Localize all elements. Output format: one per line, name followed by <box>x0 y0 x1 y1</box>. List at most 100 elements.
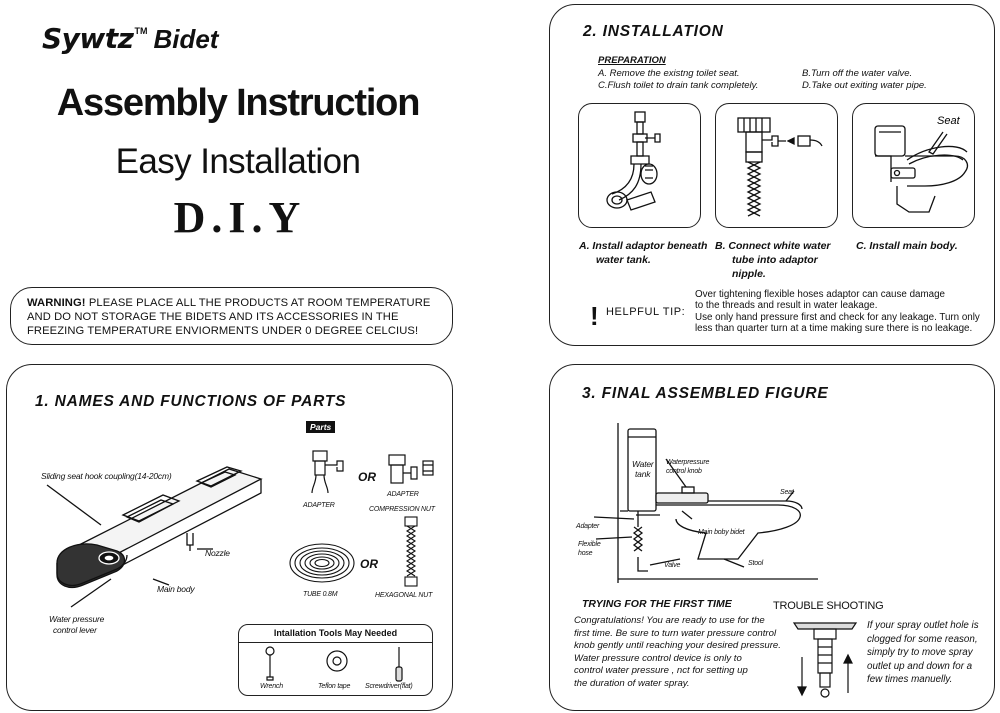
assembled-toilet-illustration <box>593 423 818 583</box>
adaptor-valve-illustration <box>606 111 661 211</box>
label-sliding-seat-hook: Sliding seat hook coupling(14-20cm) <box>41 471 172 481</box>
trying-first-time-text: Congratulations! You are ready to use fo… <box>574 615 782 691</box>
label-water-pressure-2: control lever <box>53 625 97 635</box>
step-a-line-2: water tank. <box>596 254 651 266</box>
prep-step-b: B.Turn off the water valve. <box>802 68 913 79</box>
brand-name: Bidet <box>153 24 219 54</box>
or-label-2: OR <box>360 557 378 571</box>
label-water-tank-1: Water <box>632 459 654 469</box>
label-flexible-1: Flexible <box>578 541 601 548</box>
label-wp-knob-1: Waterpressure <box>666 459 710 466</box>
label-wp-knob-2: control knob <box>666 468 702 475</box>
trouble-shooting-title: TROUBLE SHOOTING <box>773 600 884 612</box>
installation-title: 2. INSTALLATION <box>583 23 724 40</box>
screwdriver-icon <box>395 647 403 682</box>
label-valve: Valve <box>664 562 681 569</box>
spray-outlet-illustration <box>792 622 858 698</box>
adapter-tee-icon <box>311 450 344 494</box>
try-line-2: first time. Be sure to turn water pressu… <box>574 627 777 639</box>
toilet-main-body-illustration: Seat <box>874 115 969 213</box>
seat-label: Seat <box>937 115 961 127</box>
trademark-mark: TM <box>134 26 148 36</box>
ts-line-2: clogged for some reason, <box>867 633 978 645</box>
tip-line-4: less than quarter turn at a time making … <box>695 322 973 334</box>
warning-box: WARNING! PLEASE PLACE ALL THE PRODUCTS A… <box>10 287 453 345</box>
step-b-line-1: B. Connect white water <box>715 240 831 252</box>
try-line-1: Congratulations! You are ready to use fo… <box>574 615 765 626</box>
helpful-tip-text: Over tightening flexible hoses adaptor c… <box>695 289 987 334</box>
label-adapter-1: ADAPTER <box>303 502 335 509</box>
ts-line-1: If your spray outlet hole is <box>867 620 979 631</box>
ts-line-3: simply try to move spray <box>867 647 973 659</box>
parts-tag: Parts <box>306 421 336 433</box>
label-water-pressure-1: Water pressure <box>49 614 105 624</box>
step-b-line-2: tube into adaptor <box>732 254 818 266</box>
tube-coil-icon <box>289 543 355 583</box>
prep-step-a: A. Remove the existng toilet seat. <box>598 68 740 79</box>
ts-line-5: few times manuelly. <box>867 674 953 686</box>
try-line-6: the duration of water spray. <box>574 677 690 689</box>
label-nozzle: Nozzle <box>205 548 230 558</box>
tube-connection-illustration <box>737 117 823 217</box>
step-a-caption: A. Install adaptor beneath water tank. <box>579 239 707 267</box>
brand-logo: Sywtz <box>42 22 134 55</box>
exclamation-icon: ! <box>590 301 599 331</box>
parts-panel: 1. NAMES AND FUNCTIONS OF PARTS Sliding … <box>6 364 453 711</box>
label-flexible-2: hose <box>578 550 593 557</box>
teflon-tape-icon <box>326 650 348 672</box>
warning-label: WARNING! <box>27 297 86 309</box>
try-line-5: control water pressure , nct for setting… <box>574 665 748 677</box>
label-main-body: Main body <box>157 584 195 594</box>
step-b-caption: B. Connect white water tube into adaptor… <box>715 239 831 281</box>
prep-step-d: D.Take out exiting water pipe. <box>802 80 927 91</box>
step-a-illustration <box>578 103 701 228</box>
tools-box: Intallation Tools May Needed Wrench Tefl… <box>238 624 433 696</box>
installation-panel: 2. INSTALLATION PREPARATION A. Remove th… <box>549 4 995 346</box>
tools-divider <box>239 642 432 643</box>
label-hexagonal-nut: HEXAGONAL NUT <box>375 592 433 599</box>
step-c-illustration: Seat <box>852 103 975 228</box>
brand: Sywtz TM Bidet <box>42 22 218 62</box>
tip-line-3: Use only hand pressure first and check f… <box>695 311 980 323</box>
label-screwdriver: Screwdriver(flat) <box>365 683 413 690</box>
preparation-heading: PREPARATION <box>598 55 666 66</box>
adapter-compression-icon <box>388 454 434 484</box>
label-tube: TUBE 0.8M <box>303 591 338 598</box>
label-main-body-bidet: Main boby bidet <box>698 529 745 536</box>
step-c-caption: C. Install main body. <box>856 239 958 253</box>
helpful-tip-label: HELPFUL TIP: <box>606 306 686 318</box>
warning-line-3: FREEZING TEMPERATURE ENVIORMENTS UNDER 0… <box>27 325 419 337</box>
warning-line-1: PLEASE PLACE ALL THE PRODUCTS AT ROOM TE… <box>85 297 431 309</box>
label-adapter-2: ADAPTER <box>387 491 419 498</box>
main-title: Assembly Instruction <box>56 82 421 124</box>
sub-title: Easy Installation <box>115 142 361 181</box>
tools-title: Intallation Tools May Needed <box>273 628 398 638</box>
warning-line-2: AND DO NOT STORAGE THE BIDETS AND ITS AC… <box>27 311 399 323</box>
trying-first-time-title: TRYING FOR THE FIRST TIME <box>582 598 732 610</box>
label-stool: Stool <box>748 560 763 567</box>
step-c-line-1: C. Install main body. <box>856 240 958 252</box>
label-compression-nut: COMPRESSION NUT <box>369 506 435 513</box>
label-teflon-tape: Teflon tape <box>318 683 351 690</box>
step-b-line-3: nipple. <box>732 268 766 280</box>
label-seat: Seat <box>780 489 794 496</box>
final-assembly-panel: 3. FINAL ASSEMBLED FIGURE Water tank <box>549 364 995 711</box>
final-title: 3. FINAL ASSEMBLED FIGURE <box>582 385 829 402</box>
step-a-line-1: A. Install adaptor beneath <box>579 240 708 252</box>
bidet-main-body-illustration <box>46 466 263 608</box>
ts-line-4: outlet up and down for a <box>867 660 973 672</box>
hexagonal-nut-hose-icon <box>404 516 418 587</box>
tip-line-1: Over tightening flexible hoses adaptor c… <box>695 289 945 300</box>
wrench-icon <box>265 646 275 681</box>
prep-step-c: C.Flush toilet to drain tank completely. <box>598 80 759 91</box>
try-line-3: knob gently until reaching your desired … <box>574 640 781 652</box>
label-wrench: Wrench <box>260 683 283 690</box>
trouble-shooting-text: If your spray outlet hole is clogged for… <box>867 619 987 687</box>
label-adapter: Adapter <box>576 523 600 530</box>
diy-heading: D.I.Y <box>173 193 307 242</box>
parts-title: 1. NAMES AND FUNCTIONS OF PARTS <box>35 393 347 410</box>
try-line-4: Water pressure control device is only to <box>574 652 742 664</box>
or-label-1: OR <box>358 470 376 484</box>
tip-line-2: to the threads and result in water leaka… <box>695 300 878 312</box>
label-water-tank-2: tank <box>635 469 651 479</box>
